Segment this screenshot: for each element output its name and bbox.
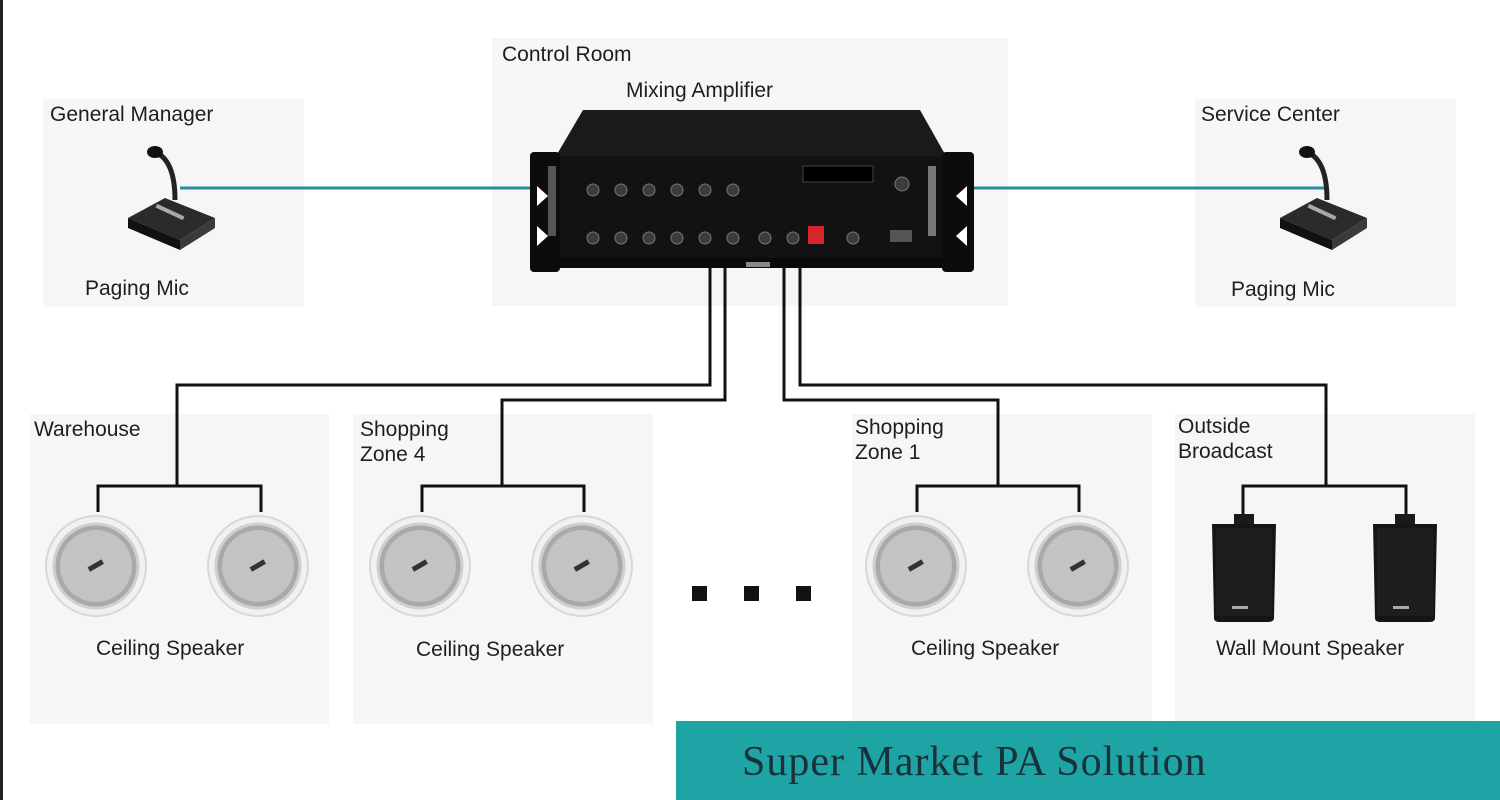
sc-paging-mic-label: Paging Mic <box>1231 278 1335 301</box>
service-center-label: Service Center <box>1201 103 1340 126</box>
control-room-label: Control Room <box>502 43 632 66</box>
ceiling-speaker-icon <box>45 515 147 617</box>
zone-1-speaker-label: Ceiling Speaker <box>911 637 1060 660</box>
gm-paging-mic-label: Paging Mic <box>85 277 189 300</box>
title-banner <box>676 721 1500 800</box>
outside-split <box>1241 484 1408 518</box>
ceiling-speaker-icon <box>1027 515 1129 617</box>
diagram-title: Super Market PA Solution <box>742 739 1207 785</box>
mixing-amplifier-label: Mixing Amplifier <box>626 79 774 102</box>
ceiling-speaker-icon <box>531 515 633 617</box>
left-frame-edge <box>0 0 3 800</box>
outside-broadcast-label-line1: Outside <box>1178 415 1251 438</box>
zone-1-label-line1: Shopping <box>855 416 944 439</box>
zone-4-split <box>420 484 586 512</box>
ellipsis-dot <box>692 586 707 601</box>
warehouse-split <box>96 484 263 512</box>
general-manager-label: General Manager <box>50 103 214 126</box>
outside-broadcast-label-line2: Broadcast <box>1178 440 1273 463</box>
paging-mic-icon <box>1280 146 1367 250</box>
paging-mic-icon <box>128 146 215 250</box>
outside-speaker-label: Wall Mount Speaker <box>1216 637 1405 660</box>
wire-zone-4 <box>500 268 727 486</box>
zone-4-label-line1: Shopping <box>360 418 449 441</box>
wall-mount-speaker-icon <box>1373 514 1437 622</box>
wire-outside-broadcast <box>798 268 1328 486</box>
warehouse-label: Warehouse <box>34 418 141 441</box>
mixing-amplifier-icon <box>530 110 974 272</box>
ellipsis-dot <box>744 586 759 601</box>
ceiling-speaker-icon <box>369 515 471 617</box>
wall-mount-speaker-icon <box>1212 514 1276 622</box>
zone-4-speaker-label: Ceiling Speaker <box>416 638 565 661</box>
zone-4-label-line2: Zone 4 <box>360 443 426 466</box>
ellipsis-dot <box>796 586 811 601</box>
ceiling-speaker-icon <box>865 515 967 617</box>
wire-zone-1 <box>782 268 1000 486</box>
ceiling-speaker-icon <box>207 515 309 617</box>
warehouse-speaker-label: Ceiling Speaker <box>96 637 245 660</box>
wire-warehouse <box>175 268 712 486</box>
zone-1-split <box>915 484 1081 512</box>
zone-1-label-line2: Zone 1 <box>855 441 921 464</box>
